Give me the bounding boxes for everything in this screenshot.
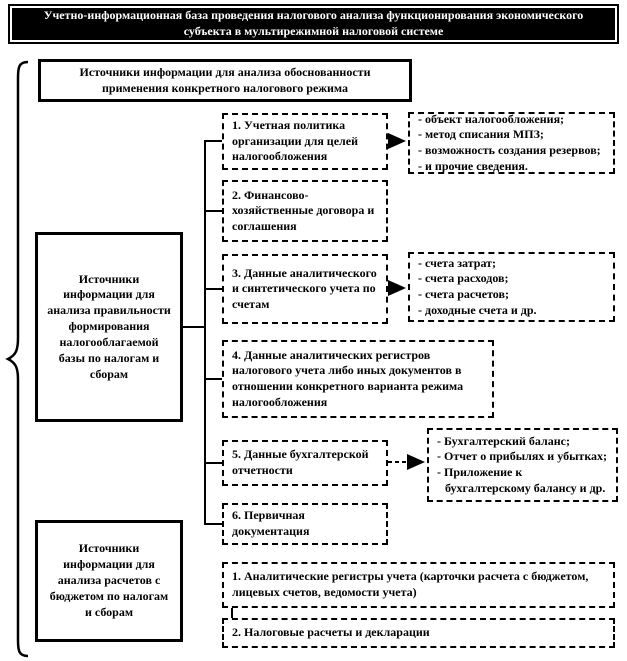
diagram-title-frame: Учетно-информационная база проведения на… [8, 4, 619, 44]
source-box-contracts: 2. Финансово-хозяйственные договора и со… [222, 180, 388, 242]
detail-box-statements-items: - Бухгалтерский баланс; - Отчет о прибыл… [427, 428, 618, 502]
bullet-item: - Бухгалтерский баланс; [437, 433, 570, 448]
source-box-accounting-policy: 1. Учетная политика организации для целе… [222, 113, 388, 170]
bullet-item: - метод списания МПЗ; [418, 127, 544, 142]
budget-settlements-sources-box: Источники информации для анализа расчето… [35, 520, 183, 642]
bullet-item: - доходные счета и др. [418, 302, 537, 317]
grouping-brace [5, 60, 29, 658]
budget-source-box-tax-returns: 2. Налоговые расчеты и декларации [222, 618, 615, 648]
tax-base-sources-box: Источники информации для анализа правиль… [35, 232, 183, 422]
bullet-item: - возможность создания резервов; [418, 143, 601, 157]
budget-source-box-analytic-registers: 1. Аналитические регистры учета (карточк… [222, 562, 615, 608]
detail-box-accounts-items: - счета затрат; - счета расходов; - счет… [408, 252, 615, 322]
diagram-title: Учетно-информационная база проведения на… [12, 8, 615, 40]
bullet-item: - счета затрат; [418, 255, 497, 270]
bullet-item: - объект налогообложения; [418, 112, 565, 126]
bullet-item: - счета расходов; [418, 271, 509, 286]
bullet-item: - Приложение к бухгалтерскому балансу и … [437, 465, 606, 495]
bullet-item: - Отчет о прибылях и убытках; [437, 449, 608, 464]
source-box-analytic-synthetic-accounts: 3. Данные аналитического и синтетическог… [222, 254, 388, 324]
bullet-item: - счета расчетов; [418, 287, 509, 301]
source-box-financial-statements: 5. Данные бухгалтерской отчетности [222, 440, 388, 486]
source-box-tax-registers: 4. Данные аналитических регистров налого… [222, 340, 494, 418]
detail-box-accounting-policy-items: - объект налогообложения; - метод списан… [408, 112, 615, 174]
source-box-primary-documents: 6. Первичная документация [222, 503, 388, 545]
regime-sources-box: Источники информации для анализа обоснов… [38, 59, 412, 102]
bullet-item: - и прочие сведения. [418, 158, 528, 173]
